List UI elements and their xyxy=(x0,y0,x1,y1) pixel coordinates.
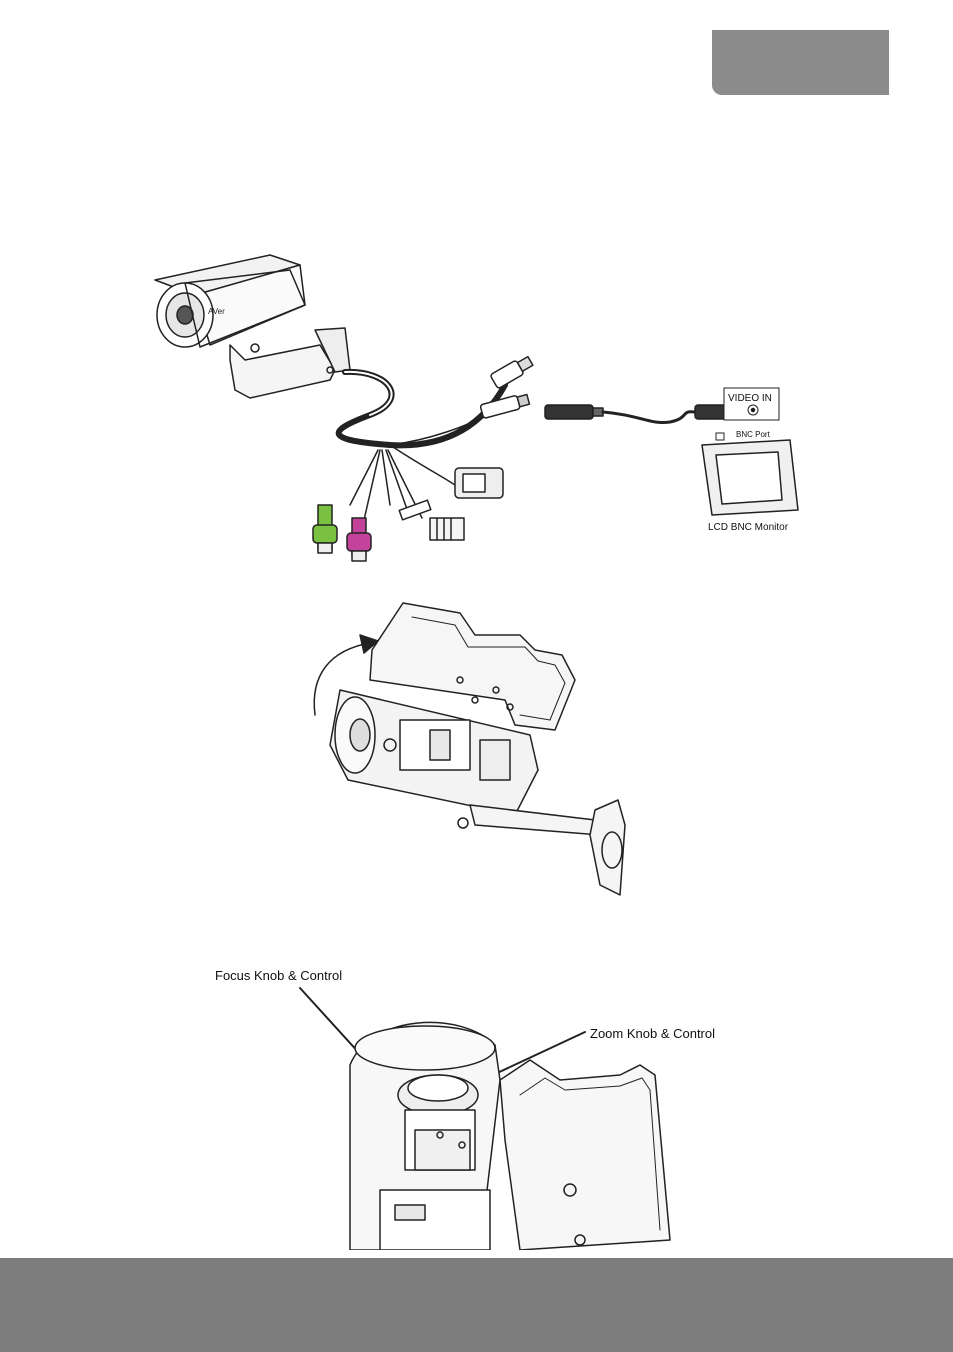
brand-label: AVer xyxy=(208,307,225,316)
video-in-label: VIDEO IN xyxy=(728,393,772,404)
camera-connection-diagram: AVer xyxy=(150,250,810,570)
audio-out-connector xyxy=(347,518,371,561)
open-cover-illustration xyxy=(500,1060,670,1250)
open-housing-diagram xyxy=(300,595,640,900)
page-section-tab xyxy=(712,30,889,95)
page-footer-bar xyxy=(0,1258,953,1352)
lens-adjustment-diagram: Focus Knob & Control Zoom Knob & Control xyxy=(200,960,760,1250)
bnc-coax-cable xyxy=(545,405,743,423)
bullet-camera-illustration: AVer xyxy=(155,255,350,398)
audio-in-connector xyxy=(313,505,337,553)
alarm-terminal-block xyxy=(399,500,464,540)
power-connector xyxy=(490,354,534,389)
camera-bnc-connector xyxy=(480,393,530,419)
rj45-connector xyxy=(455,468,503,498)
camera-interior-illustration xyxy=(350,1022,500,1250)
lcd-monitor-illustration xyxy=(702,433,798,515)
focus-knob-label: Focus Knob & Control xyxy=(215,968,342,983)
video-in-callout: VIDEO IN BNC Port xyxy=(724,388,779,439)
bnc-port-label: BNC Port xyxy=(736,430,771,439)
monitor-label: LCD BNC Monitor xyxy=(708,522,789,533)
zoom-knob-label: Zoom Knob & Control xyxy=(590,1026,715,1041)
mounting-bracket-illustration xyxy=(458,800,625,895)
